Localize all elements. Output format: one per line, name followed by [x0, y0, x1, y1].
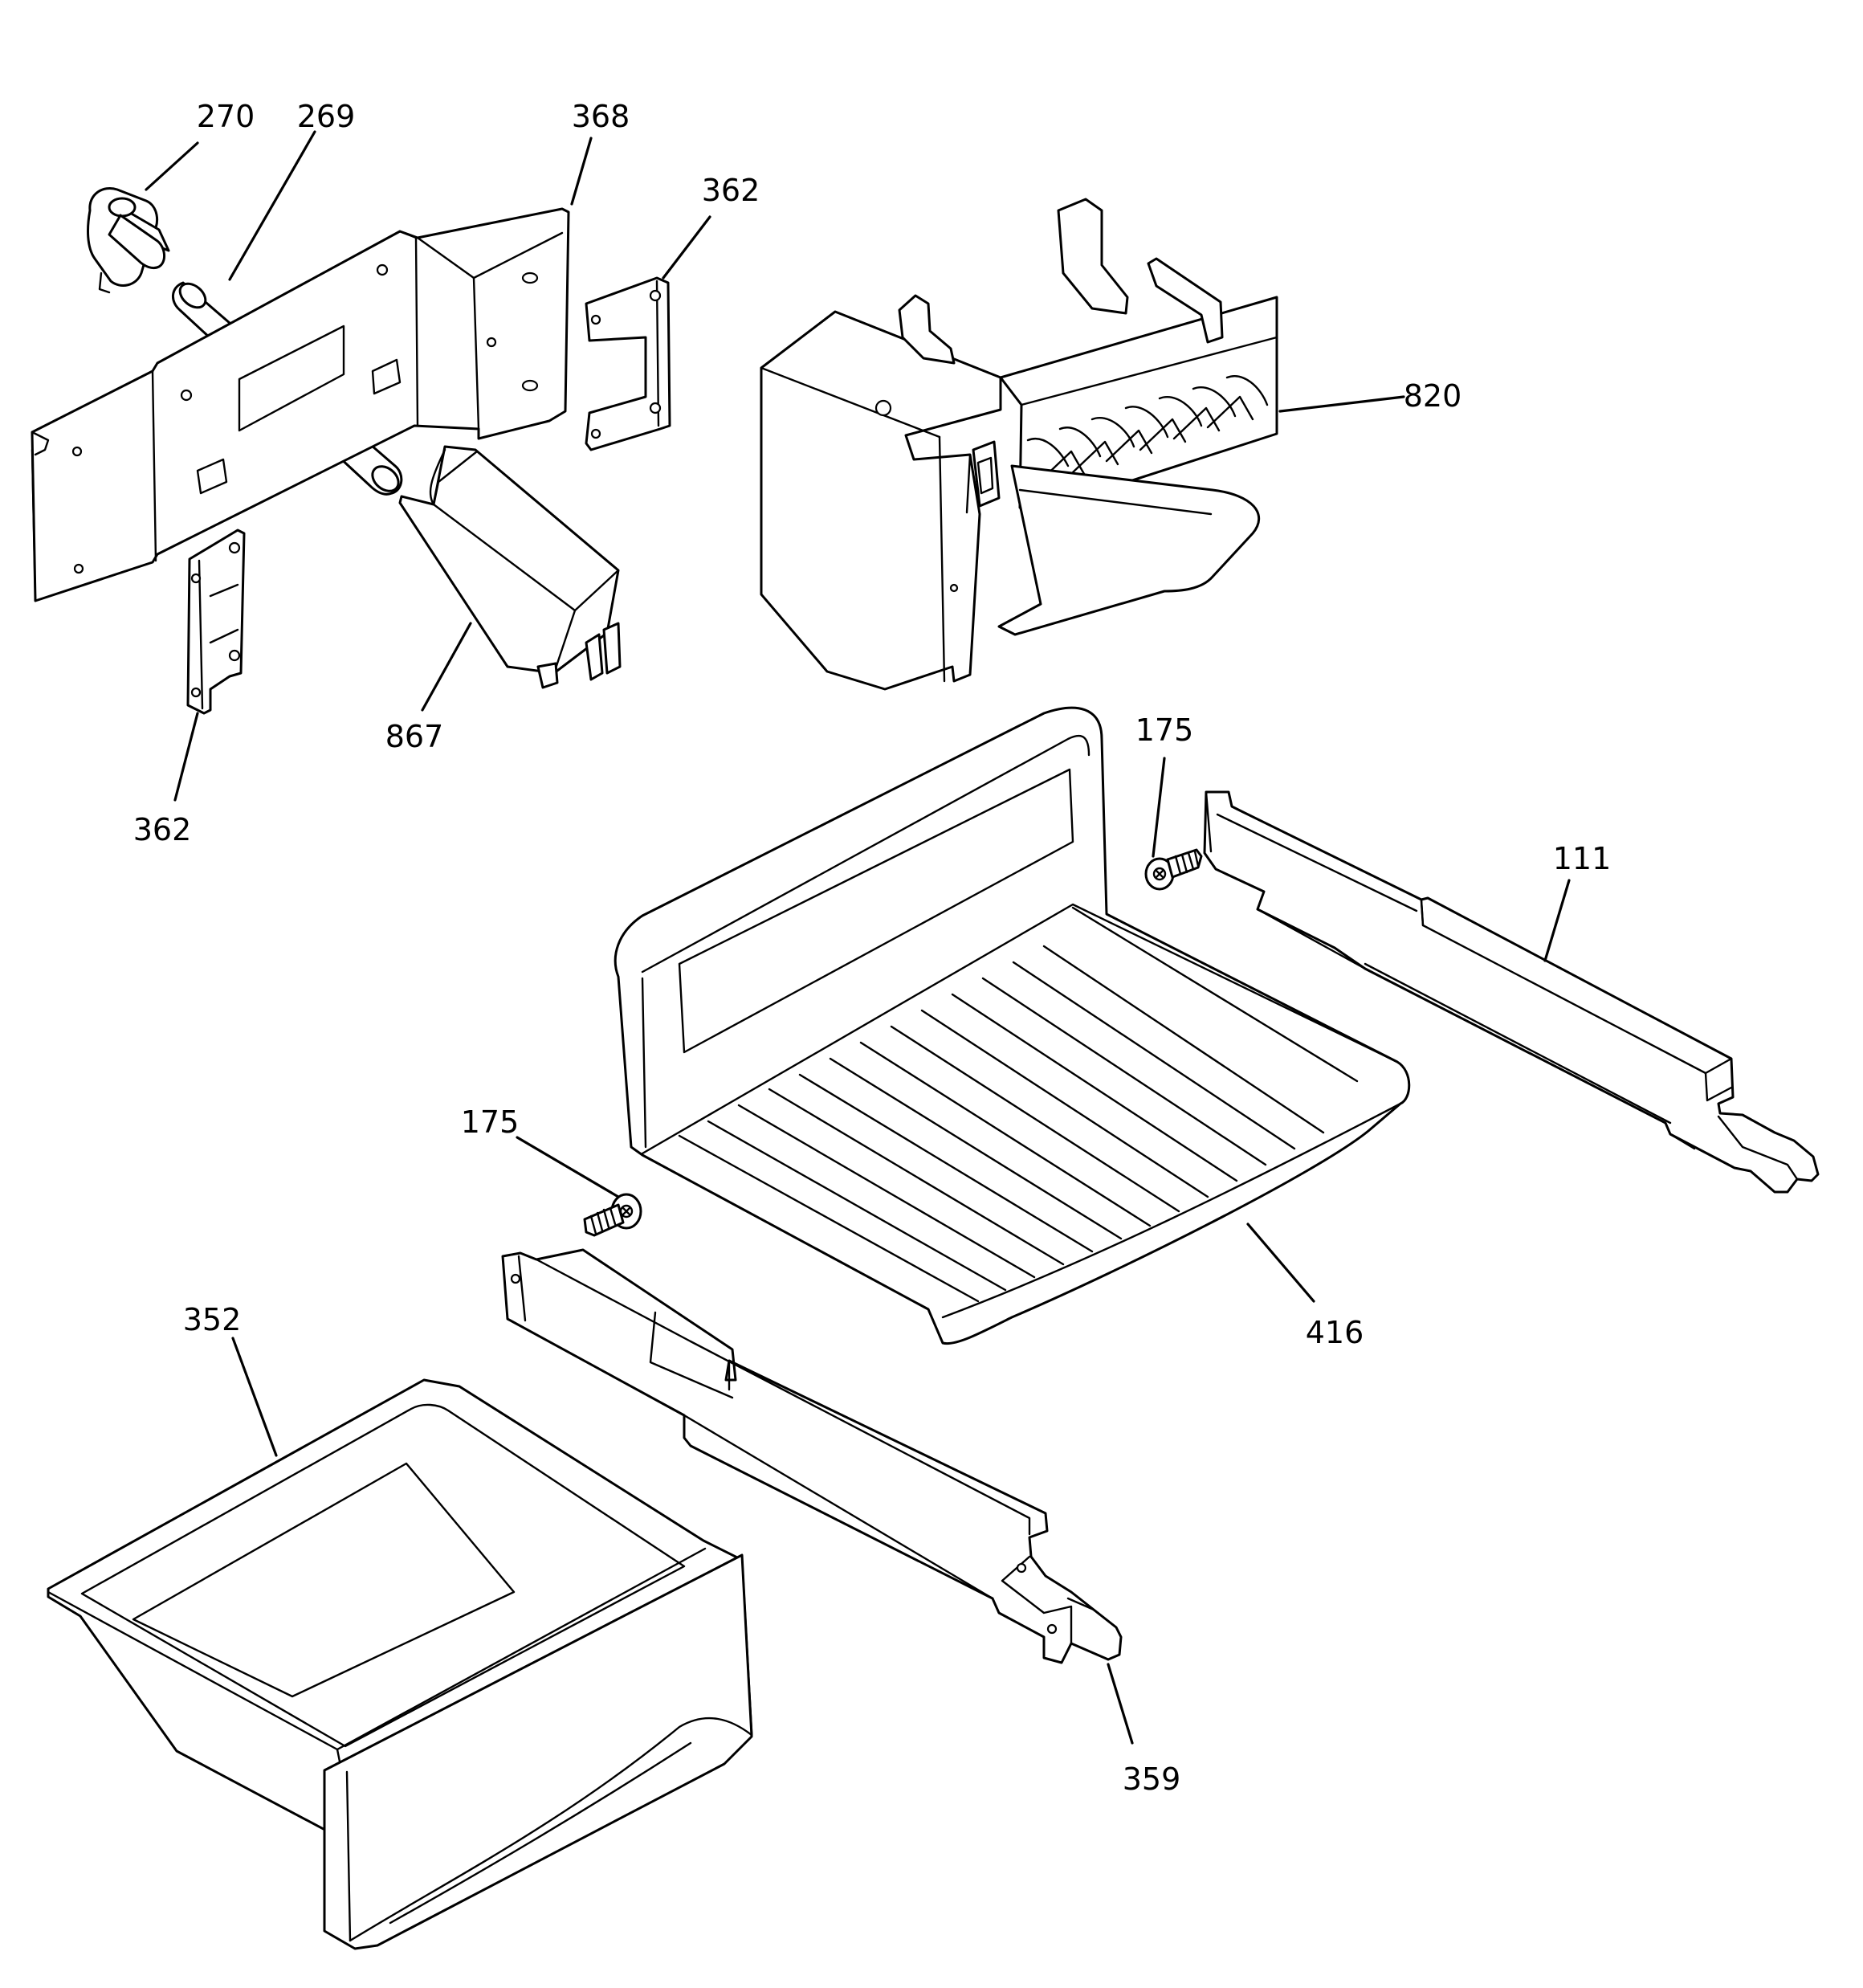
callout-270[interactable]: 270 — [197, 99, 255, 134]
part-175-lower-screw[interactable] — [583, 1193, 642, 1237]
part-352-ice-bucket[interactable] — [47, 1378, 753, 1950]
leader-362b — [173, 712, 199, 802]
part-416-shelf[interactable] — [614, 706, 1411, 1345]
callout-111[interactable]: 111 — [1553, 841, 1612, 876]
leader-368 — [570, 137, 593, 206]
leader-820 — [1278, 395, 1405, 413]
callout-362[interactable]: 362 — [702, 173, 760, 208]
leader-352 — [231, 1337, 278, 1457]
part-359-left-slide-rail[interactable] — [501, 1248, 1123, 1664]
callout-269[interactable]: 269 — [297, 99, 356, 134]
part-270-fill-fitting[interactable] — [87, 187, 170, 294]
leader-359 — [1107, 1663, 1134, 1745]
part-368-mounting-bracket[interactable] — [31, 207, 570, 602]
callout-359[interactable]: 359 — [1123, 1761, 1181, 1797]
leader-175b — [516, 1136, 620, 1198]
part-362-upper-mounting-plate[interactable] — [585, 276, 671, 451]
leader-111 — [1543, 879, 1571, 962]
leader-270 — [145, 141, 199, 191]
part-175-upper-screw[interactable] — [1144, 848, 1203, 891]
leader-362a — [662, 215, 711, 280]
callout-352[interactable]: 352 — [183, 1302, 242, 1337]
part-362-lower-mounting-plate[interactable] — [186, 529, 246, 715]
leader-175a — [1152, 757, 1166, 858]
callout-820[interactable]: 820 — [1404, 378, 1462, 414]
callout-175[interactable]: 175 — [461, 1104, 520, 1140]
callout-362[interactable]: 362 — [133, 812, 192, 847]
part-111-right-slide-rail[interactable] — [1203, 790, 1820, 1194]
callout-867[interactable]: 867 — [385, 719, 444, 754]
leader-416 — [1246, 1223, 1315, 1303]
callout-175[interactable]: 175 — [1135, 712, 1194, 748]
leader-867 — [421, 622, 472, 712]
callout-416[interactable]: 416 — [1306, 1315, 1364, 1350]
callout-368[interactable]: 368 — [572, 99, 630, 134]
part-867-fill-cup[interactable] — [398, 445, 622, 689]
part-820-ice-maker[interactable] — [760, 198, 1278, 691]
leader-269 — [228, 130, 316, 281]
